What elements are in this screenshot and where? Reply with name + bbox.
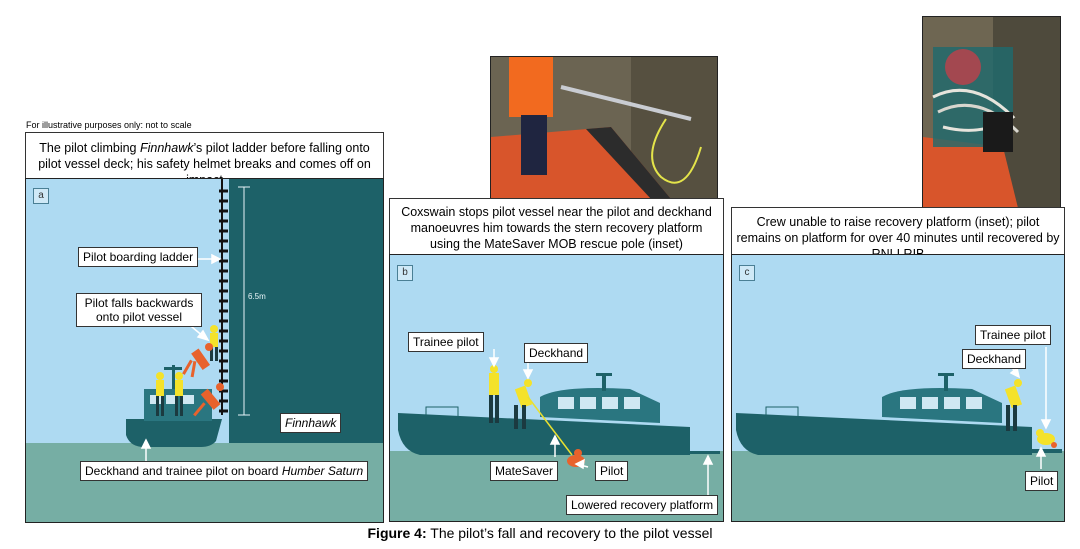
pilot-falling-figure [182,343,213,378]
water [26,443,383,522]
panel-b-letter: b [397,265,413,281]
panel-c-inset-photo [922,16,1061,209]
panel-b-inset-photo [490,56,718,200]
pilot-vessel-c [736,373,1062,455]
finnhawk-hull [229,179,383,443]
panel-c-caption: Crew unable to raise recovery platform (… [731,207,1065,261]
label-pilot-falls-backwards: Pilot falls backwards onto pilot vessel [76,293,202,327]
panel-a-caption: The pilot climbing Finnhawk’s pilot ladd… [25,132,384,187]
orange-hull [923,137,1018,208]
panel-a-illustration [26,179,383,522]
height-dimension [238,186,250,416]
label-finnhawk: Finnhawk [280,413,342,433]
panel-b-illustration [390,349,723,521]
pilot-climbing-figure [210,325,218,361]
pilot-landed-figure [193,383,224,417]
trousers [521,115,547,175]
recovery-platform-inset [983,112,1013,152]
deckhand-figure-b [514,379,533,429]
recovery-platform-c [1032,449,1062,453]
label-trainee-pilot-c: Trainee pilot [975,325,1051,345]
matesaver-pole [527,396,573,456]
panel-b: b Trainee pilot Deckhand MateSaver Pilot… [389,254,724,522]
label-pilot-boarding-ladder: Pilot boarding ladder [78,247,199,267]
water [732,451,1064,521]
label-pilot-c: Pilot [1025,471,1059,491]
deckhand-figure-a [156,372,164,416]
panel-b-caption: Coxswain stops pilot vessel near the pil… [389,198,724,255]
label-deckhand-c: Deckhand [962,349,1027,369]
height-label: 6.5m [248,292,266,301]
panel-c: c Trainee pilot Deckhand Pilot [731,254,1065,522]
hi-vis-jacket [509,57,553,117]
arrows-b [488,349,714,495]
pilot-on-platform-figure [1036,429,1055,445]
figure-caption: Figure 4: The pilot’s fall and recovery … [367,525,713,541]
trainee-pilot-figure-a [175,372,183,416]
ladder-rungs [219,189,228,413]
rescue-pole [560,85,692,121]
pilot-vessel-b [398,373,720,455]
illustrative-note: For illustrative purposes only: not to s… [26,120,192,130]
pilot-vessel-a [126,365,222,447]
label-deckhand-b: Deckhand [524,343,589,363]
trainee-pilot-figure-b [489,365,499,423]
label-lowered-recovery-platform: Lowered recovery platform [566,495,719,515]
recovery-platform [690,451,720,454]
panel-c-illustration [732,347,1064,521]
panel-c-letter: c [739,265,755,281]
label-trainee-pilot-b: Trainee pilot [408,332,484,352]
panel-a: a 6.5m Pilot boarding ladder Pilot falls… [25,178,384,523]
label-deckhand-and-trainee: Deckhand and trainee pilot on board Humb… [80,461,369,481]
panel-a-letter: a [33,188,49,204]
label-pilot-b: Pilot [595,461,629,481]
label-matesaver: MateSaver [490,461,559,481]
arrows-a [140,253,222,461]
deckhand-figure-c [1004,379,1023,431]
